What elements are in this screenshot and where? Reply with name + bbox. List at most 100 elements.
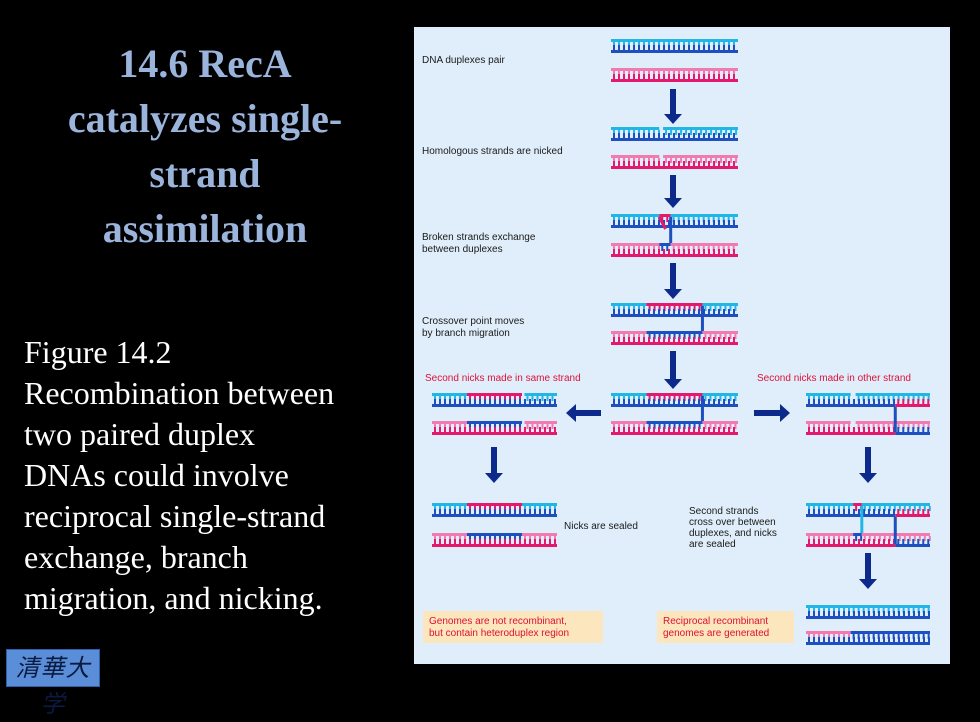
strand-tooth (718, 161, 720, 166)
strand-tooth (808, 509, 810, 514)
strand-tooth (732, 246, 735, 251)
strand-tooth (872, 608, 875, 613)
strand-tooth (922, 608, 925, 613)
strand-tooth (454, 396, 456, 401)
branch-label-other-strand: Second nicks made in other strand (757, 373, 911, 384)
strand-tooth (633, 71, 635, 76)
strand-tooth (509, 509, 511, 514)
strand-tooth (638, 42, 640, 47)
strand-tooth (903, 506, 906, 511)
strand-tooth (623, 306, 625, 311)
strand-tooth (509, 427, 511, 432)
strand-bottom (432, 539, 557, 547)
strand-tooth (613, 161, 615, 166)
strand-tooth (678, 71, 680, 76)
strand-tooth (653, 337, 655, 342)
strand-tooth (526, 396, 529, 401)
arrow-shaft (670, 175, 676, 199)
strand-tooth (693, 334, 696, 339)
strand-tooth (494, 396, 496, 401)
strand-tooth (922, 539, 925, 544)
strand-tooth (524, 539, 526, 544)
strand-tooth (541, 396, 544, 401)
strand-tooth (897, 424, 900, 429)
strand-backbone (855, 421, 930, 424)
strand-backbone (895, 514, 930, 517)
arrow-head (485, 473, 503, 483)
duplex-recombinant-top (806, 605, 930, 619)
strand-tooth (833, 611, 835, 616)
strand-tooth (666, 217, 669, 222)
strand-tooth (643, 45, 645, 50)
strand-tooth (653, 309, 655, 314)
strand-tooth (653, 74, 655, 79)
strand-bottom (611, 45, 738, 53)
strand-tooth (808, 637, 810, 642)
strand-bottom (611, 161, 738, 169)
strand-tooth (718, 309, 720, 314)
strand-tooth (638, 306, 640, 311)
strand-tooth (708, 309, 710, 314)
strand-tooth (653, 130, 655, 135)
strand-tooth (813, 427, 815, 432)
strand-tooth (623, 130, 625, 135)
strand-tooth (464, 399, 466, 404)
strand-tooth (643, 133, 645, 138)
strand-tooth (725, 130, 728, 135)
strand-tooth (718, 399, 720, 404)
strand-tooth (698, 334, 701, 339)
strand-backbone (432, 404, 557, 407)
strand-tooth (474, 424, 476, 429)
strand-tooth (892, 396, 895, 401)
strand-tooth (698, 133, 700, 138)
strand-tooth (703, 427, 705, 432)
crossover-line (657, 216, 667, 230)
strand-tooth (678, 133, 680, 138)
strand-tooth (643, 246, 645, 251)
strand-tooth (862, 396, 865, 401)
strand-tooth (843, 427, 845, 432)
strand-tooth (504, 539, 506, 544)
strand-tooth (893, 399, 895, 404)
strand-tooth (439, 427, 441, 432)
strand-tooth (723, 249, 725, 254)
strand-tooth (663, 45, 665, 50)
strand-tooth (464, 427, 466, 432)
strand-tooth (504, 424, 506, 429)
strand-tooth (692, 217, 695, 222)
strand-tooth (613, 309, 615, 314)
strand-tooth (504, 427, 506, 432)
strand-tooth (908, 611, 910, 616)
strand-tooth (444, 424, 446, 429)
strand-tooth (658, 45, 660, 50)
strand-tooth (628, 246, 630, 251)
strand-tooth (653, 158, 655, 163)
strand-tooth (823, 424, 825, 429)
strand-tooth (469, 427, 471, 432)
strand-tooth (833, 634, 835, 639)
strand-backbone (806, 503, 854, 506)
strand-tooth (665, 130, 668, 135)
strand-tooth (863, 427, 865, 432)
strand-backbone (895, 404, 930, 407)
step-label-migration-2: by branch migration (422, 328, 510, 339)
strand-tooth (663, 74, 665, 79)
strand-tooth (823, 427, 825, 432)
strand-tooth (544, 506, 546, 511)
strand-tooth (444, 509, 446, 514)
strand-tooth (678, 45, 680, 50)
strand-tooth (828, 611, 830, 616)
strand-tooth (708, 161, 710, 166)
strand-tooth (823, 396, 825, 401)
strand-tooth (867, 634, 870, 639)
strand-tooth (722, 217, 725, 222)
strand-tooth (708, 133, 710, 138)
strand-tooth (843, 608, 845, 613)
strand-tooth (852, 634, 855, 639)
strand-tooth (670, 158, 673, 163)
strand-tooth (858, 399, 860, 404)
strand-tooth (449, 509, 451, 514)
strand-tooth (643, 427, 645, 432)
duplex-exchange-top (611, 214, 738, 228)
caption-line: exchange, branch (24, 539, 248, 575)
